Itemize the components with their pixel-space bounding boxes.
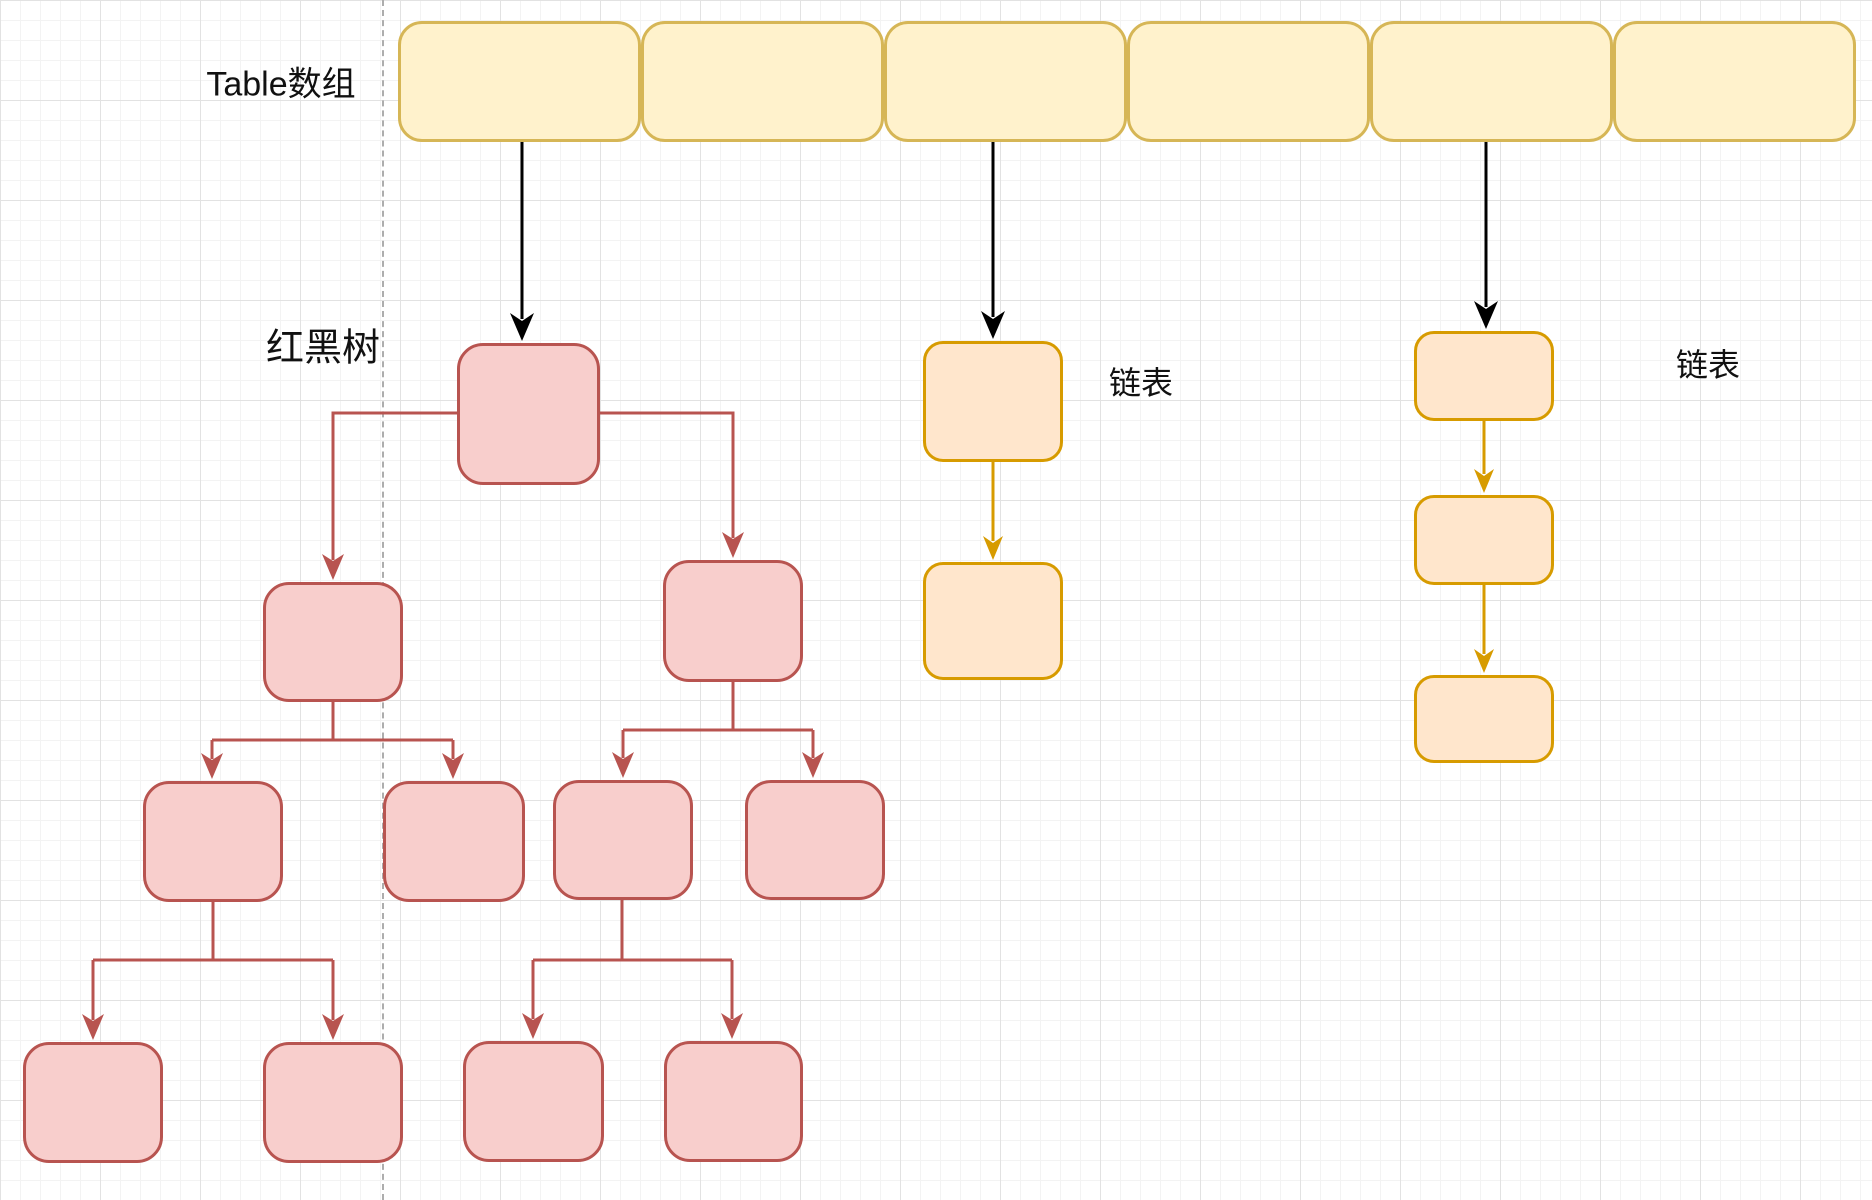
tree-node-llr[interactable]	[263, 1042, 403, 1163]
edge-right-child-to-grandchildren[interactable]	[612, 682, 824, 778]
list1-node-2[interactable]	[923, 562, 1063, 680]
list2-node-2[interactable]	[1414, 495, 1554, 585]
table-array-label[interactable]: Table数组	[206, 65, 356, 104]
tree-node-rll[interactable]	[463, 1041, 604, 1162]
edge-root-to-left-child[interactable]	[322, 411, 457, 580]
tree-node-rr[interactable]	[745, 780, 885, 900]
tree-node-r[interactable]	[663, 560, 803, 682]
edge-root-to-right-child[interactable]	[600, 411, 744, 558]
edge-rl-to-children[interactable]	[522, 900, 743, 1039]
edge-ll-to-children[interactable]	[82, 902, 344, 1040]
tree-node-rlr[interactable]	[664, 1041, 803, 1162]
tree-node-l[interactable]	[263, 582, 403, 702]
edge-list1-node1-to-node2[interactable]	[983, 462, 1003, 560]
edge-array3-to-list1[interactable]	[981, 142, 1005, 339]
tree-node-lll[interactable]	[23, 1042, 163, 1163]
array-cell-6[interactable]	[1613, 21, 1856, 142]
linked-list-2-label[interactable]: 链表	[1675, 347, 1741, 383]
array-cell-2[interactable]	[641, 21, 884, 142]
tree-node-root[interactable]	[457, 343, 600, 485]
tree-node-lr[interactable]	[383, 781, 525, 902]
list1-node-1[interactable]	[923, 341, 1063, 462]
array-cell-5[interactable]	[1370, 21, 1613, 142]
edge-left-child-to-grandchildren[interactable]	[201, 702, 464, 779]
edge-array5-to-list2[interactable]	[1474, 142, 1498, 329]
list2-node-3[interactable]	[1414, 675, 1554, 763]
tree-node-rl[interactable]	[553, 780, 693, 900]
edge-array1-to-tree-root[interactable]	[510, 142, 534, 341]
tree-node-ll[interactable]	[143, 781, 283, 902]
list2-node-1[interactable]	[1414, 331, 1554, 421]
red-black-tree-label[interactable]: 红黑树	[265, 327, 381, 370]
linked-list-1-label[interactable]: 链表	[1108, 365, 1174, 401]
edge-list2-node1-to-node2[interactable]	[1474, 421, 1494, 493]
array-cell-3[interactable]	[884, 21, 1127, 142]
edge-list2-node2-to-node3[interactable]	[1474, 585, 1494, 673]
array-cell-4[interactable]	[1127, 21, 1370, 142]
array-cell-1[interactable]	[398, 21, 641, 142]
